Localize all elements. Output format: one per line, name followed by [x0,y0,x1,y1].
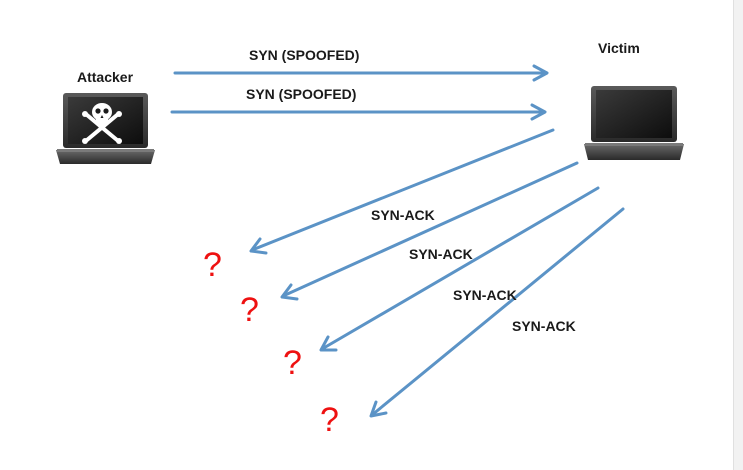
arrows [170,64,625,418]
victim-laptop-icon [584,86,684,160]
synack-arrow-2 [280,161,579,301]
synack-label-1: SYN-ACK [371,207,435,223]
victim-label: Victim [598,40,640,56]
synack-label-3: SYN-ACK [453,287,517,303]
attacker-laptop-icon [56,93,155,164]
skull-crossbones-icon [82,103,122,144]
syn-arrow-2 [170,103,547,121]
unknown-host-2: ? [240,291,259,329]
synack-arrow-3 [319,186,600,352]
syn-arrow-1 [173,64,549,82]
syn-label-2: SYN (SPOOFED) [246,86,357,102]
synack-label-2: SYN-ACK [409,246,473,262]
unknown-host-1: ? [203,246,222,284]
unknown-host-4: ? [320,401,339,439]
synack-arrow-1 [249,128,555,255]
attacker-label: Attacker [77,69,134,85]
synack-label-4: SYN-ACK [512,318,576,334]
syn-label-1: SYN (SPOOFED) [249,47,360,63]
unknown-host-3: ? [283,344,302,382]
scrollbar-track[interactable] [733,0,743,470]
synack-arrow-4 [369,207,625,418]
